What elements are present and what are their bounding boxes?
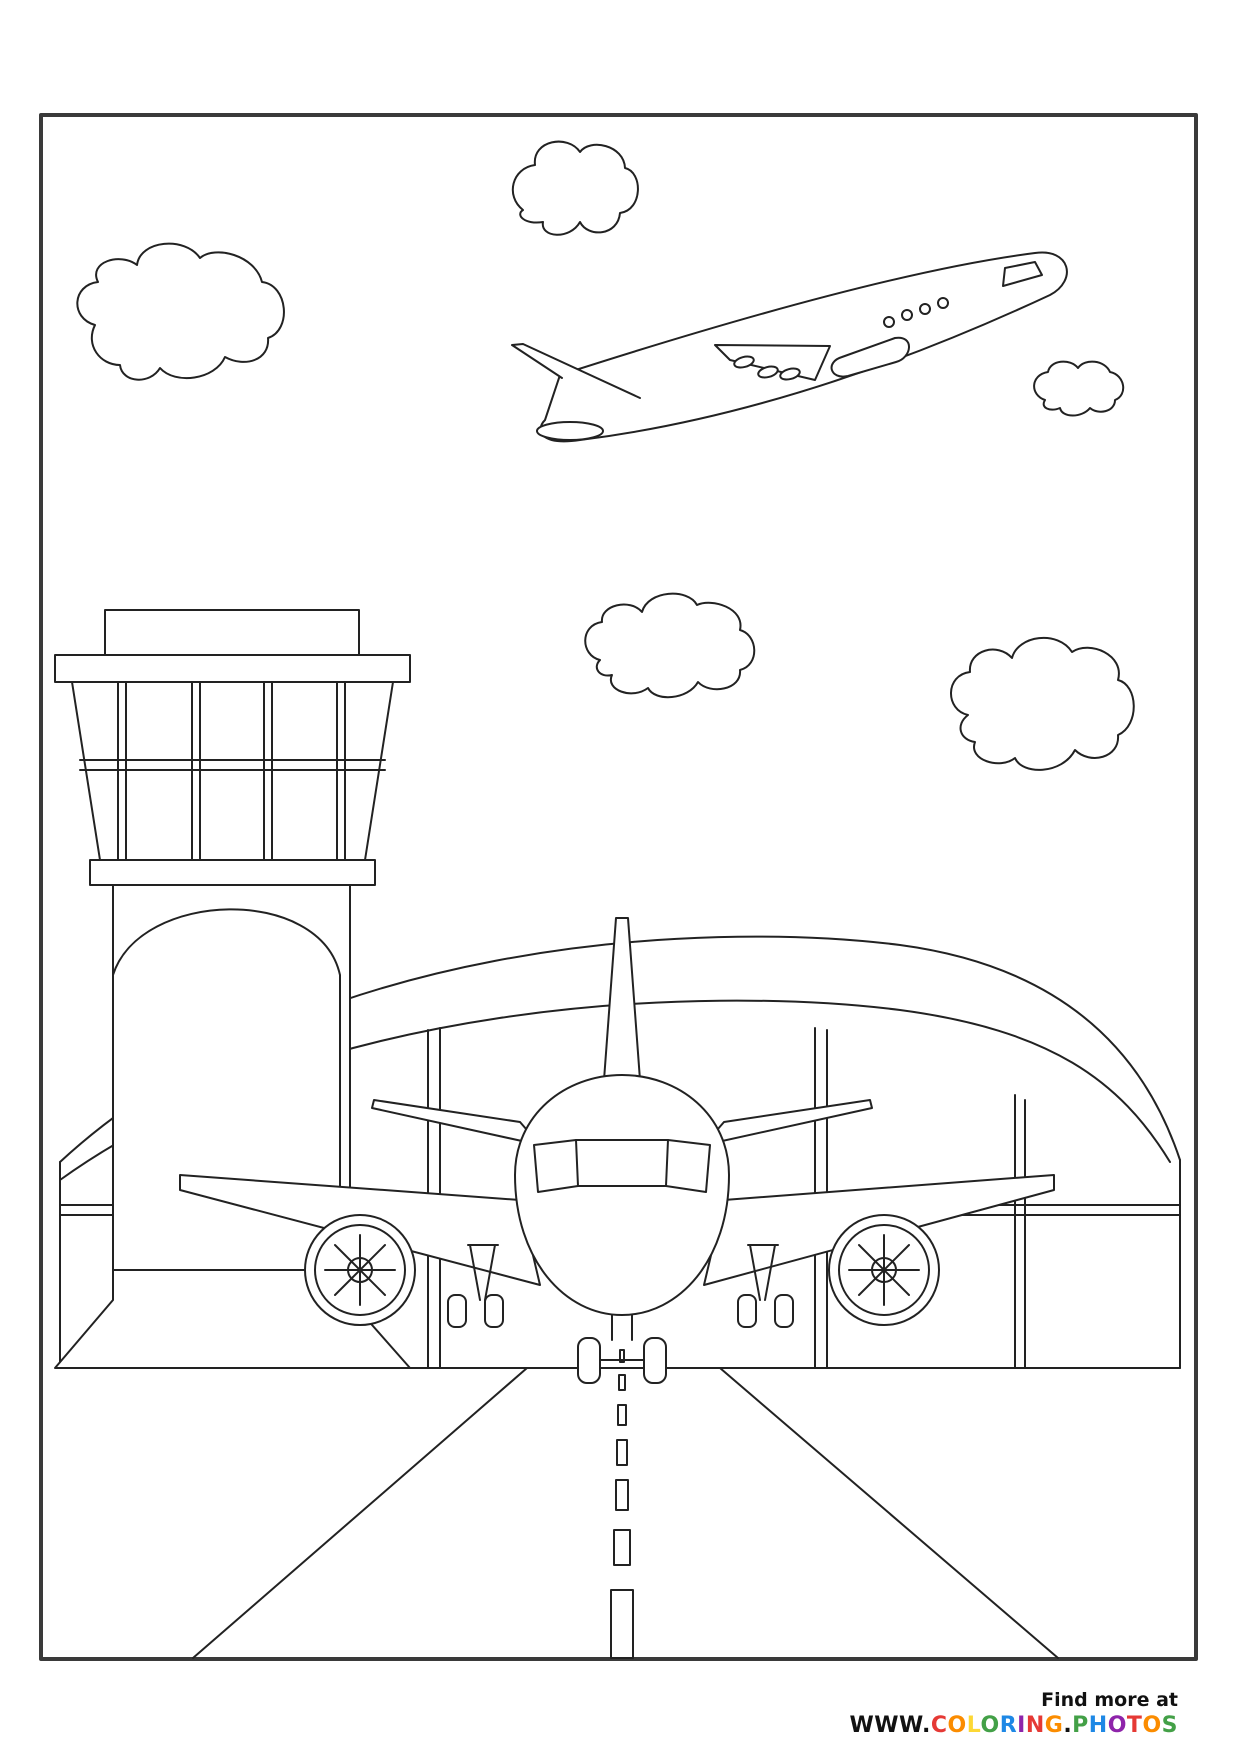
site-name-letter: P xyxy=(1072,1713,1089,1738)
site-name-letter: . xyxy=(1063,1713,1073,1738)
cloud-right xyxy=(951,638,1134,770)
site-name-letter: N xyxy=(1025,1713,1045,1738)
site-name-letter: I xyxy=(1017,1713,1026,1738)
site-name-letter: T xyxy=(1126,1713,1143,1738)
site-name-letter: R xyxy=(999,1713,1018,1738)
cloud-small-right xyxy=(1034,362,1123,416)
runway xyxy=(193,1350,1058,1658)
site-name-letter: L xyxy=(966,1713,981,1738)
site-name-letter: C xyxy=(930,1713,948,1738)
flying-airplane xyxy=(512,252,1067,441)
footer: Find more at WWW.COLORING.PHOTOS xyxy=(848,1688,1178,1740)
cloud-top-left xyxy=(77,244,284,380)
front-airplane xyxy=(180,918,1054,1383)
site-link[interactable]: WWW.COLORING.PHOTOS xyxy=(848,1712,1178,1740)
site-name-letter: O xyxy=(947,1713,967,1738)
site-name-letter: H xyxy=(1088,1713,1108,1738)
site-name-letter: O xyxy=(1142,1713,1162,1738)
control-tower xyxy=(55,610,410,1368)
find-more-text: Find more at xyxy=(1041,1689,1178,1711)
cloud-middle xyxy=(585,594,754,698)
site-name-letter: S xyxy=(1161,1713,1178,1738)
site-name: COLORING.PHOTOS xyxy=(931,1713,1178,1738)
site-name-letter: G xyxy=(1044,1713,1064,1738)
site-name-letter: O xyxy=(1107,1713,1127,1738)
site-prefix: WWW. xyxy=(849,1713,931,1738)
cloud-top-center xyxy=(513,142,638,235)
site-name-letter: O xyxy=(980,1713,1000,1738)
